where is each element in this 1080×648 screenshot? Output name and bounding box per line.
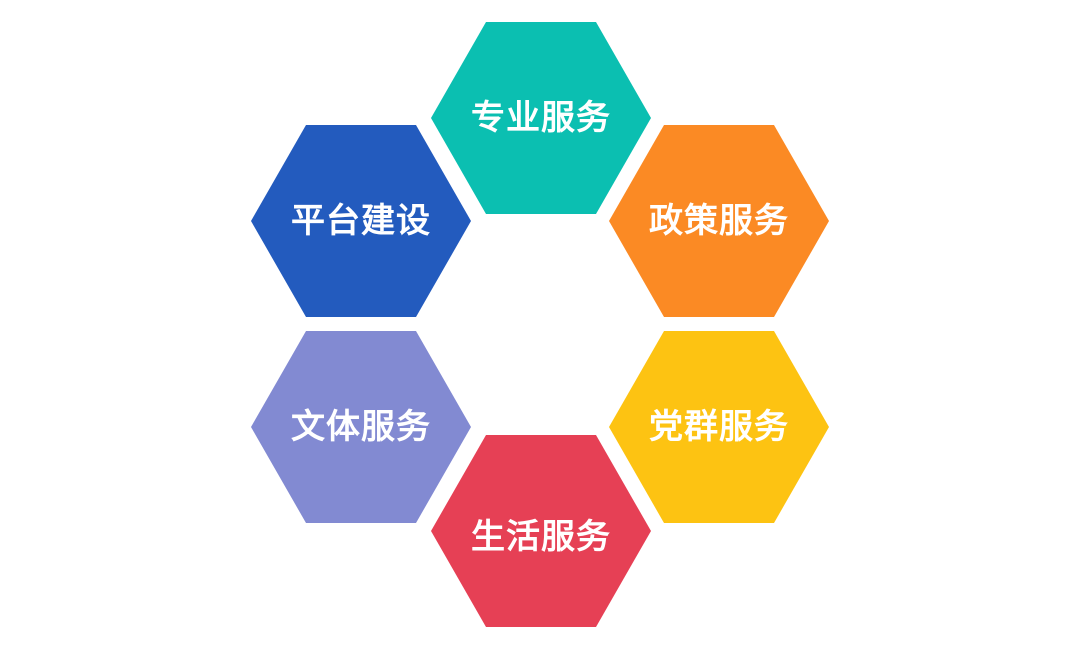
hex-label-life: 生活服务 xyxy=(471,517,611,557)
hex-label-party: 党群服务 xyxy=(649,407,789,447)
hexagon-shape xyxy=(609,331,829,523)
hex-node-party: 党群服务 xyxy=(609,331,829,523)
hex-node-platform: 平台建设 xyxy=(251,125,471,317)
hexagon-shape xyxy=(251,331,471,523)
hexagon-shape xyxy=(431,22,651,214)
hexagon-shape xyxy=(431,435,651,627)
hex-node-culture: 文体服务 xyxy=(251,331,471,523)
hex-node-life: 生活服务 xyxy=(431,435,651,627)
hex-label-professional: 专业服务 xyxy=(471,98,611,138)
hex-label-policy: 政策服务 xyxy=(649,201,789,241)
hex-label-platform: 平台建设 xyxy=(291,201,431,241)
hex-label-culture: 文体服务 xyxy=(291,407,431,447)
hex-node-professional: 专业服务 xyxy=(431,22,651,214)
hexagon-shape xyxy=(251,125,471,317)
hex-node-policy: 政策服务 xyxy=(609,125,829,317)
hexagon-shape xyxy=(609,125,829,317)
